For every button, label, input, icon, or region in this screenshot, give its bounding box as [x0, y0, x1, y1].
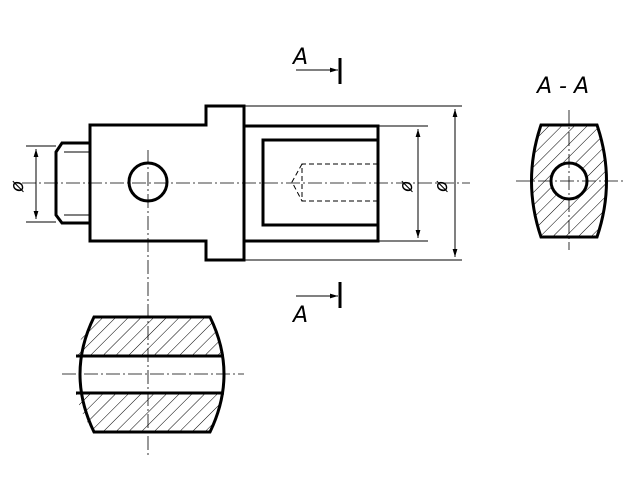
section-mark-bottom: A — [291, 282, 342, 328]
section-mark-top: A — [291, 45, 342, 84]
left-diameter-symbol: ø — [7, 180, 28, 193]
section-view-aa: A - A — [516, 74, 626, 250]
hidden-hole — [301, 163, 378, 202]
bottom-view-lower-hatch — [76, 393, 224, 432]
inner-diameter-symbol: ø — [396, 180, 417, 193]
fork-slot — [261, 138, 380, 227]
bottom-view — [62, 315, 244, 434]
hidden-hole-tip — [291, 163, 303, 202]
section-view-title: A - A — [535, 74, 589, 99]
outer-diameter-symbol: ø — [431, 180, 452, 193]
dimensions: ø ø ø — [7, 105, 462, 261]
bottom-view-upper-hatch — [76, 317, 224, 356]
section-letter-bottom: A — [291, 303, 308, 328]
section-letter-top: A — [291, 45, 308, 70]
left-stub-outline — [54, 141, 90, 225]
